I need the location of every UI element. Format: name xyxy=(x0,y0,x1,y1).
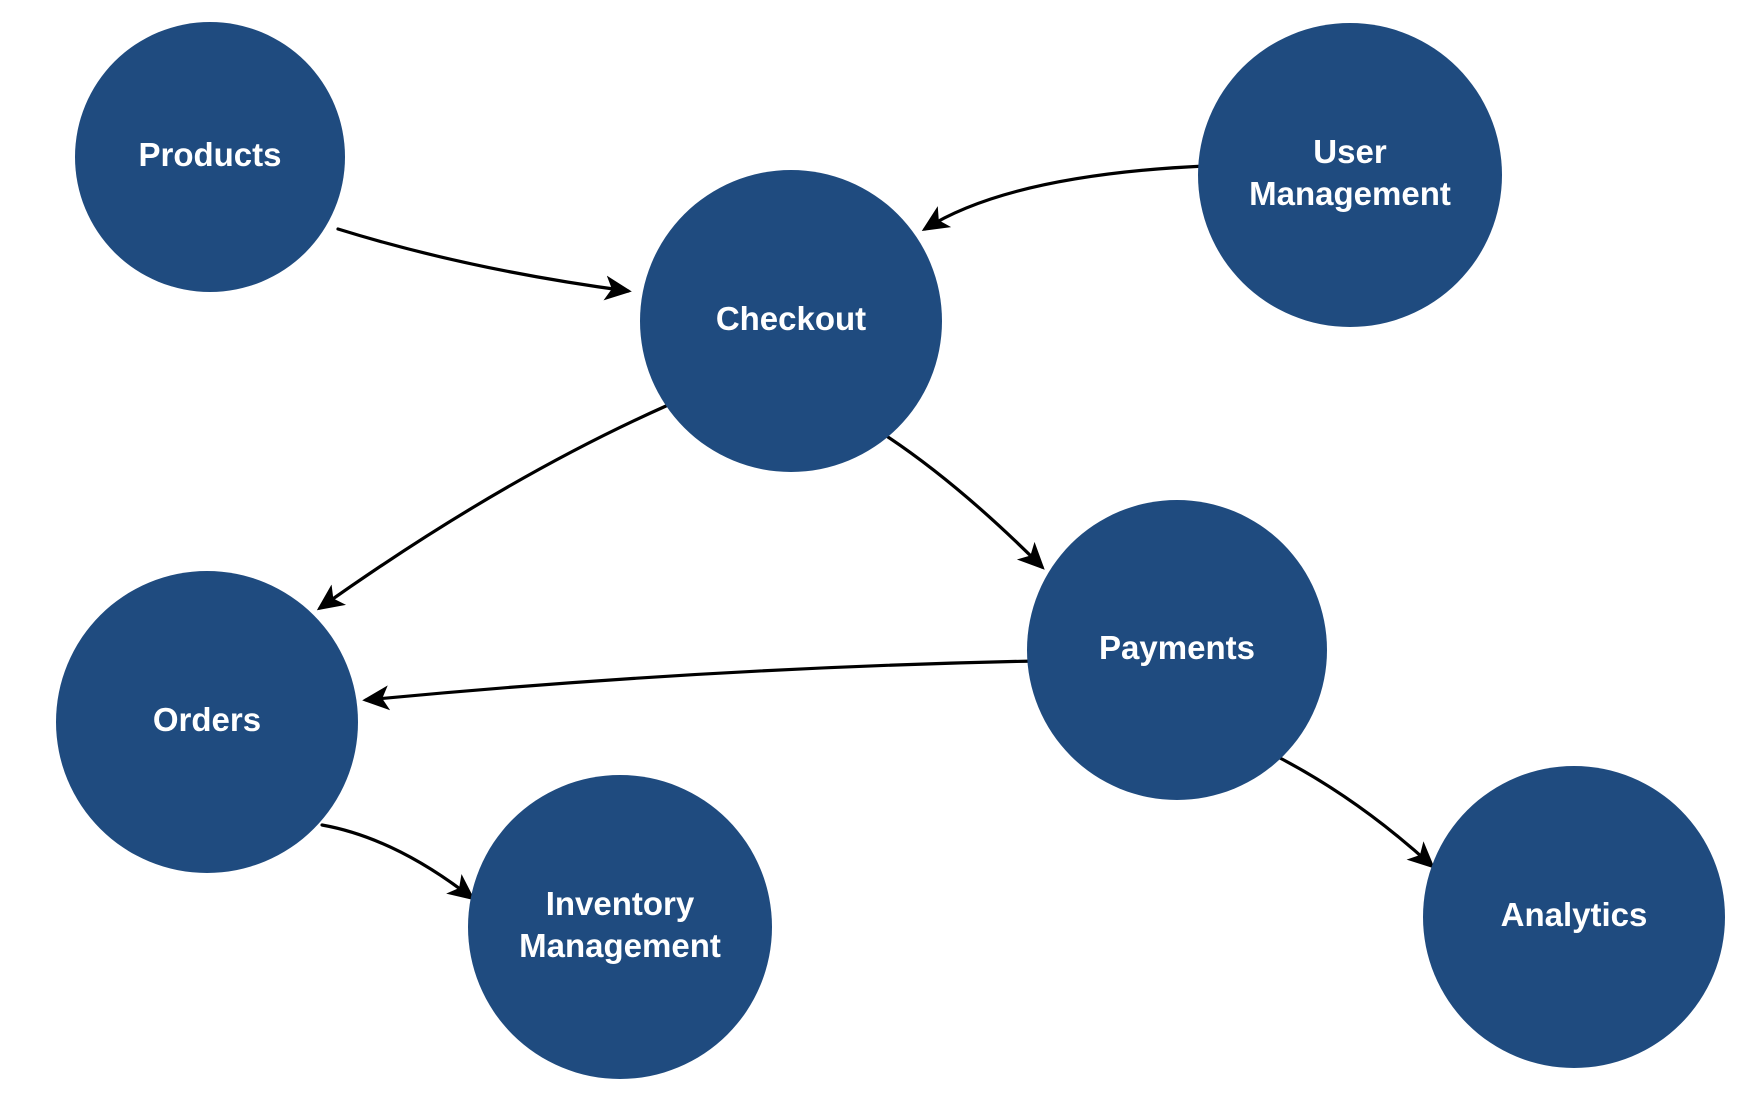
node-circle-products[interactable] xyxy=(75,22,345,292)
node-analytics[interactable]: Analytics xyxy=(1423,766,1725,1068)
edge-checkout-to-payments[interactable] xyxy=(886,435,1045,570)
node-payments[interactable]: Payments xyxy=(1027,500,1327,800)
edge-products-to-checkout[interactable] xyxy=(336,227,632,301)
node-checkout[interactable]: Checkout xyxy=(640,170,942,472)
edge-orders-to-inventory-management[interactable] xyxy=(320,823,476,901)
edge-payments-to-orders[interactable] xyxy=(362,659,1037,711)
node-circle-orders[interactable] xyxy=(56,571,358,873)
node-circle-user-management[interactable] xyxy=(1198,23,1502,327)
edge-payments-to-analytics[interactable] xyxy=(1278,756,1435,869)
node-circle-payments[interactable] xyxy=(1027,500,1327,800)
node-circle-checkout[interactable] xyxy=(640,170,942,472)
edge-user-management-to-checkout[interactable] xyxy=(921,164,1207,232)
node-circle-analytics[interactable] xyxy=(1423,766,1725,1068)
node-orders[interactable]: Orders xyxy=(56,571,358,873)
node-products[interactable]: Products xyxy=(75,22,345,292)
edge-checkout-to-orders[interactable] xyxy=(316,404,668,611)
node-circle-inventory-management[interactable] xyxy=(468,775,772,1079)
edges-layer xyxy=(316,164,1435,901)
